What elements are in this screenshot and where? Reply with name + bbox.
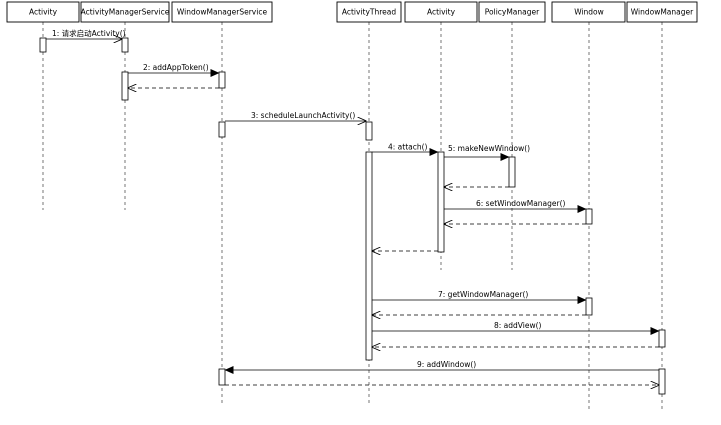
- message-4: 4: attach(): [372, 143, 439, 156]
- participant-label: PolicyManager: [485, 8, 540, 17]
- activation-wms-3: [218, 368, 226, 386]
- participant-activity-thread: ActivityThread: [336, 1, 402, 23]
- activation-window-manager-2: [658, 368, 666, 395]
- message-label: 8: addView(): [494, 321, 542, 330]
- activation-window-manager-1: [658, 329, 666, 348]
- activation-ams-1: [121, 37, 129, 53]
- message-label: 3: scheduleLaunchActivity(): [251, 111, 355, 120]
- participant-window-manager: WindowManager: [626, 1, 698, 23]
- participant-window: Window: [551, 1, 626, 23]
- message-1: 1: 请求启动Activity(): [46, 28, 126, 39]
- message-9: 9: addWindow(): [224, 360, 659, 374]
- participant-label: ActivityThread: [342, 8, 397, 17]
- activation-window-2: [585, 297, 593, 316]
- participant-label: Activity: [29, 8, 58, 17]
- participant-activity-1: Activity: [6, 1, 80, 23]
- message-label: 5: makeNewWindow(): [448, 144, 530, 153]
- activation-window-1: [585, 208, 593, 225]
- participant-wms: WindowManagerService: [171, 1, 273, 23]
- message-5: 5: makeNewWindow(): [444, 144, 530, 161]
- participant-label: WindowManagerService: [177, 8, 268, 17]
- message-7: 7: getWindowManager(): [372, 290, 587, 304]
- participant-policy-manager: PolicyManager: [478, 1, 546, 23]
- participant-activity-2: Activity: [404, 1, 478, 23]
- activation-activity-1: [39, 37, 47, 53]
- message-label: 6: setWindowManager(): [476, 199, 566, 208]
- message-label: 4: attach(): [388, 143, 428, 152]
- activation-activity-thread-2: [365, 151, 373, 361]
- message-label: 9: addWindow(): [417, 360, 476, 369]
- activation-activity-thread-1: [365, 121, 373, 141]
- participant-label: ActivityManagerService: [81, 8, 170, 17]
- message-label: 1: 请求启动Activity(): [52, 28, 126, 38]
- participant-ams: ActivityManagerService: [80, 1, 170, 23]
- participant-label: Activity: [427, 8, 456, 17]
- participant-label: WindowManager: [631, 8, 694, 17]
- message-3: 3: scheduleLaunchActivity(): [225, 111, 366, 121]
- message-2: 2: addAppToken(): [128, 63, 220, 77]
- activation-wms-1: [218, 71, 226, 89]
- activation-ams-2: [121, 71, 129, 101]
- activation-activity-2: [437, 151, 445, 253]
- activation-wms-2: [218, 121, 226, 138]
- message-label: 2: addAppToken(): [143, 63, 209, 72]
- activation-policy-manager: [508, 156, 516, 188]
- message-6: 6: setWindowManager(): [444, 199, 587, 213]
- participant-label: Window: [574, 8, 604, 17]
- message-label: 7: getWindowManager(): [438, 290, 528, 299]
- message-8: 8: addView(): [372, 321, 660, 335]
